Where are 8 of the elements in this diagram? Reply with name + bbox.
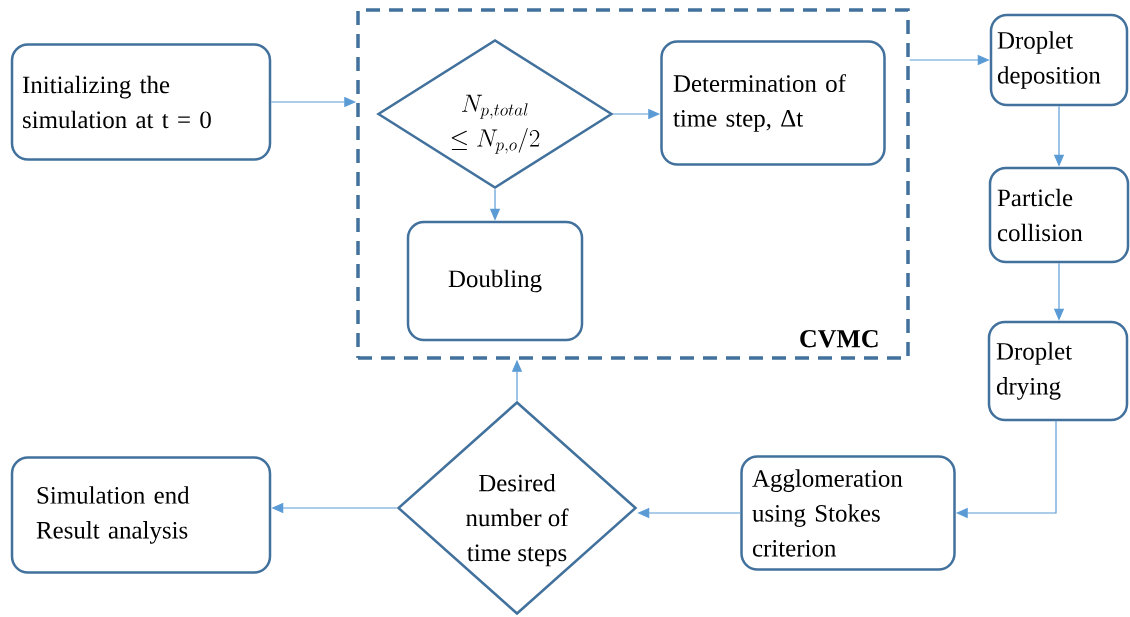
process-box: Simulation end Result analysis — [10, 456, 272, 574]
process-box: Droplet drying — [987, 320, 1129, 422]
process-box: Particle collision — [988, 166, 1130, 264]
process-box: Agglomeration using Stokes criterion — [740, 455, 956, 571]
process-box: Droplet deposition — [989, 13, 1129, 107]
process-box: Determination of time step, Δt — [660, 40, 886, 166]
process-box: Initializing the simulation at t = 0 — [10, 43, 272, 161]
process-box: Doubling — [406, 220, 584, 342]
